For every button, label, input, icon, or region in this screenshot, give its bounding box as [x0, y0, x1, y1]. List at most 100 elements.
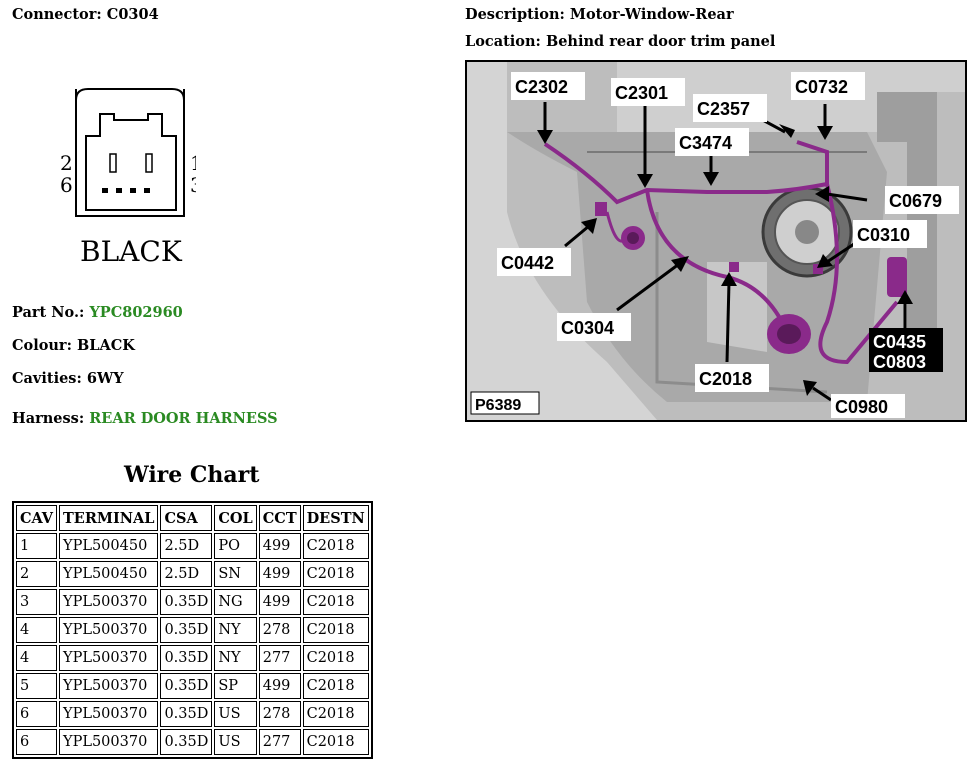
photo-reference: P6389 [475, 397, 521, 414]
harness-label: Harness: [12, 410, 85, 427]
wire-chart-cell: YPL500370 [59, 701, 159, 727]
wire-chart-cell: US [214, 729, 257, 755]
wire-chart-header-cell: COL [214, 505, 257, 531]
wire-chart-cell: YPL500370 [59, 589, 159, 615]
wire-chart-header-cell: CCT [258, 505, 301, 531]
wire-chart-cell: 4 [16, 645, 57, 671]
wire-chart-header-cell: CSA [160, 505, 213, 531]
wire-chart-cell: C2018 [302, 729, 369, 755]
wire-chart-header-cell: DESTN [302, 505, 369, 531]
wire-chart-cell: 0.35D [160, 701, 213, 727]
wire-chart-cell: PO [214, 533, 257, 559]
wire-chart-cell: 499 [258, 589, 301, 615]
wire-chart-cell: YPL500450 [59, 533, 159, 559]
cavities-line: Cavities: 6WY [12, 370, 124, 387]
wire-chart-cell: US [214, 701, 257, 727]
harness-line: Harness: REAR DOOR HARNESS [12, 410, 278, 427]
wire-chart-header-cell: CAV [16, 505, 57, 531]
wire-chart-cell: YPL500450 [59, 561, 159, 587]
callout-c0732: C0732 [795, 77, 848, 97]
wire-chart-cell: 278 [258, 617, 301, 643]
wire-chart-cell: C2018 [302, 673, 369, 699]
wire-chart-cell: SP [214, 673, 257, 699]
connector-label: Connector: [12, 6, 102, 23]
pin-label-1: 1 [190, 151, 196, 175]
wire-chart-cell: 0.35D [160, 617, 213, 643]
pin-label-2: 2 [60, 151, 73, 175]
callout-c0679: C0679 [889, 191, 942, 211]
cavities-label: Cavities: [12, 370, 82, 387]
harness-link[interactable]: REAR DOOR HARNESS [89, 410, 278, 427]
wire-chart-cell: 499 [258, 673, 301, 699]
colour-line: Colour: BLACK [12, 337, 135, 354]
part-number-link[interactable]: YPC802960 [89, 304, 183, 321]
callout-c2302: C2302 [515, 77, 568, 97]
callout-c0803: C0803 [873, 352, 926, 372]
wire-chart-cell: 2 [16, 561, 57, 587]
wire-chart-cell: SN [214, 561, 257, 587]
wire-chart-cell: 0.35D [160, 645, 213, 671]
wire-chart-cell: NY [214, 617, 257, 643]
wire-chart-cell: 6 [16, 729, 57, 755]
callout-c3474: C3474 [679, 133, 732, 153]
callout-c0442: C0442 [501, 253, 554, 273]
door-location-photo: C2302 C2301 C0732 C2357 C3474 C0679 C031… [465, 60, 967, 422]
connector-face-drawing: 2 6 1 3 BLACK [60, 88, 196, 268]
description-line: Description: Motor-Window-Rear [465, 6, 734, 23]
cavities-value: 6WY [86, 370, 124, 387]
wire-chart-cell: 2.5D [160, 561, 213, 587]
wire-chart-cell: 278 [258, 701, 301, 727]
part-line: Part No.: YPC802960 [12, 304, 183, 321]
callout-c2301: C2301 [615, 83, 668, 103]
wire-chart-cell: C2018 [302, 589, 369, 615]
description-value: Motor-Window-Rear [569, 6, 734, 23]
wire-chart-cell: 277 [258, 729, 301, 755]
callout-c0435: C0435 [873, 332, 926, 352]
callout-c0310: C0310 [857, 225, 910, 245]
wire-chart-cell: 499 [258, 533, 301, 559]
wire-chart-title: Wire Chart [124, 462, 260, 488]
wire-chart-cell: 0.35D [160, 729, 213, 755]
callout-c0980: C0980 [835, 397, 888, 417]
wire-chart-cell: 1 [16, 533, 57, 559]
callout-c2018: C2018 [699, 369, 752, 389]
wire-chart-cell: 4 [16, 617, 57, 643]
wire-chart-cell: YPL500370 [59, 645, 159, 671]
connector-value: C0304 [106, 6, 159, 23]
wire-chart-cell: YPL500370 [59, 617, 159, 643]
wire-chart-cell: NG [214, 589, 257, 615]
location-line: Location: Behind rear door trim panel [465, 33, 775, 50]
description-label: Description: [465, 6, 565, 23]
wire-chart-cell: C2018 [302, 617, 369, 643]
wire-chart-cell: 3 [16, 589, 57, 615]
wire-chart-cell: 0.35D [160, 673, 213, 699]
callout-c0304: C0304 [561, 318, 614, 338]
wire-chart-cell: 2.5D [160, 533, 213, 559]
wire-chart-cell: 499 [258, 561, 301, 587]
wire-chart-cell: NY [214, 645, 257, 671]
wire-chart-cell: C2018 [302, 701, 369, 727]
pin-label-3: 3 [190, 173, 196, 197]
part-label: Part No.: [12, 304, 85, 321]
wire-chart-cell: 6 [16, 701, 57, 727]
pin-label-6: 6 [60, 173, 73, 197]
wire-chart-cell: C2018 [302, 645, 369, 671]
drawing-colour-text: BLACK [80, 235, 183, 268]
location-value: Behind rear door trim panel [545, 33, 776, 50]
wire-chart-cell: YPL500370 [59, 729, 159, 755]
colour-value: BLACK [77, 337, 135, 354]
location-label: Location: [465, 33, 541, 50]
wire-chart-cell: 277 [258, 645, 301, 671]
colour-label: Colour: [12, 337, 72, 354]
callout-c2357: C2357 [697, 99, 750, 119]
